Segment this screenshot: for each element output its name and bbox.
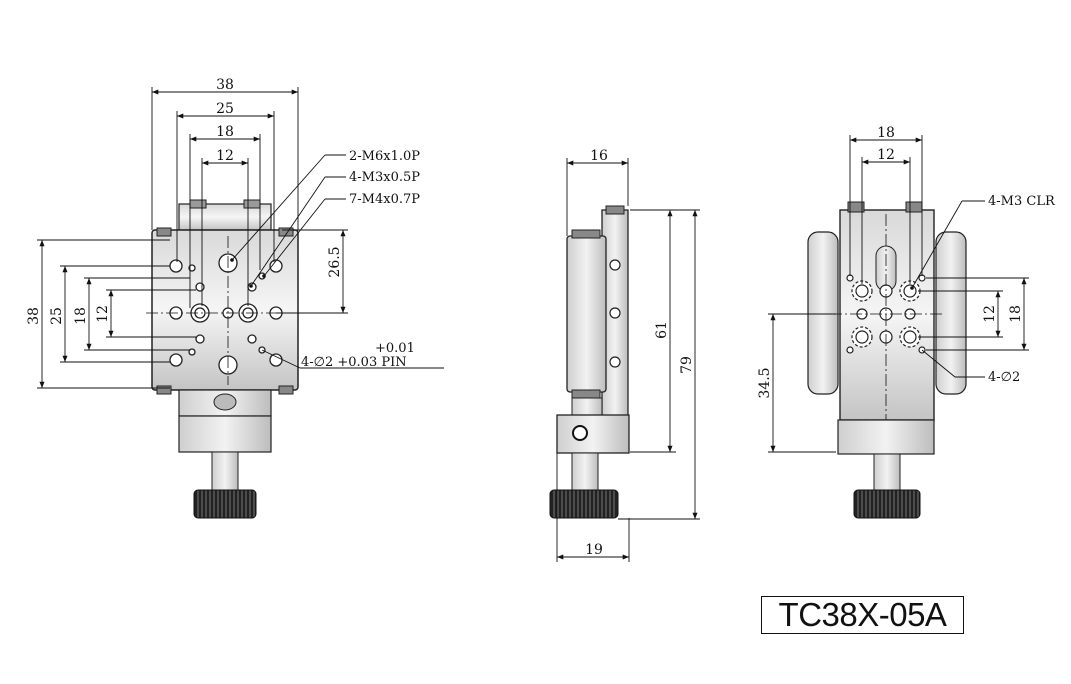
side-knurled-knob: [549, 489, 619, 519]
side-dim-79: 79: [679, 356, 695, 374]
rear-view: 18 12 12 18 34.5 4-M3 CLR 4-∅2: [757, 125, 1056, 519]
side-carriage-cap-bottom: [571, 389, 601, 399]
rear-dim-12-right: 12: [982, 305, 998, 323]
front-callout-dot: [230, 258, 234, 262]
side-dim-61: 61: [654, 321, 670, 339]
side-dims: [556, 158, 700, 562]
pin-tolerance: +0.01: [375, 341, 415, 356]
rear-right-drum: [935, 231, 967, 395]
front-top-tab-left: [189, 199, 207, 209]
rear-knurled-knob: [853, 489, 921, 519]
side-carriage: [566, 235, 607, 393]
side-base-hole: [572, 425, 588, 441]
front-view: 38 25 18 12 38 25 18 12 26.5: [26, 77, 444, 519]
front-dim-38-left: 38: [26, 307, 42, 325]
side-base: [556, 414, 630, 454]
pin-callout: 4-∅2 +0.03 PIN: [301, 355, 407, 370]
front-top-tab-right: [243, 199, 261, 209]
callout-pin-rear: 4-∅2: [988, 370, 1020, 385]
front-dim-12-left: 12: [95, 305, 111, 323]
front-dims-left: [37, 239, 196, 389]
rear-callout-leaders: [911, 200, 985, 378]
front-callout-leaders: [231, 154, 444, 369]
side-bracket-cap: [605, 205, 625, 215]
rear-callout-dot: [910, 286, 914, 290]
front-dim-height: [276, 229, 348, 314]
rear-dim-12-top: 12: [877, 147, 895, 163]
front-dim-18-left: 18: [73, 307, 89, 325]
side-knob-shaft: [571, 452, 599, 494]
rear-dim-34-5: 34.5: [757, 367, 773, 398]
rear-base: [837, 419, 935, 455]
rear-tab-left: [847, 201, 865, 213]
rear-tab-right: [905, 201, 923, 213]
front-dim-12-top: 12: [216, 148, 234, 164]
callout-m3: 4-M3x0.5P: [349, 170, 420, 185]
rear-dim-18-right: 18: [1008, 305, 1024, 323]
side-dim-19: 19: [585, 542, 603, 558]
callout-m6: 2-M6x1.0P: [349, 149, 420, 164]
front-dim-38-top: 38: [216, 77, 234, 93]
front-corner-tl: [156, 227, 172, 237]
callout-m3-clr: 4-M3 CLR: [988, 194, 1056, 209]
front-callout-dot: [249, 284, 253, 288]
rear-left-drum: [807, 231, 839, 395]
front-corner-br: [278, 385, 294, 395]
front-dim-25-left: 25: [49, 307, 65, 325]
model-label: TC38X-05A: [761, 596, 964, 634]
front-corner-bl: [156, 385, 172, 395]
callout-m4: 7-M4x0.7P: [349, 192, 420, 207]
front-dim-25-top: 25: [216, 101, 234, 117]
front-screw-head: [213, 393, 237, 411]
side-carriage-cap-top: [571, 229, 601, 239]
front-dims-top: [151, 87, 299, 308]
rear-knob-shaft: [873, 453, 901, 493]
side-dim-16: 16: [590, 148, 608, 164]
front-knob-shaft: [211, 451, 239, 493]
front-corner-tr: [278, 227, 294, 237]
rear-dim-18-top: 18: [877, 125, 895, 141]
side-view: 16 19 61 79: [549, 148, 700, 562]
front-knob-housing: [178, 415, 272, 453]
front-dim-26-5: 26.5: [327, 246, 343, 277]
front-knurled-knob: [193, 489, 257, 519]
side-holes: [609, 259, 621, 368]
rear-dims: [768, 135, 1029, 453]
front-callout-dot: [262, 274, 266, 278]
front-dim-18-top: 18: [216, 124, 234, 140]
